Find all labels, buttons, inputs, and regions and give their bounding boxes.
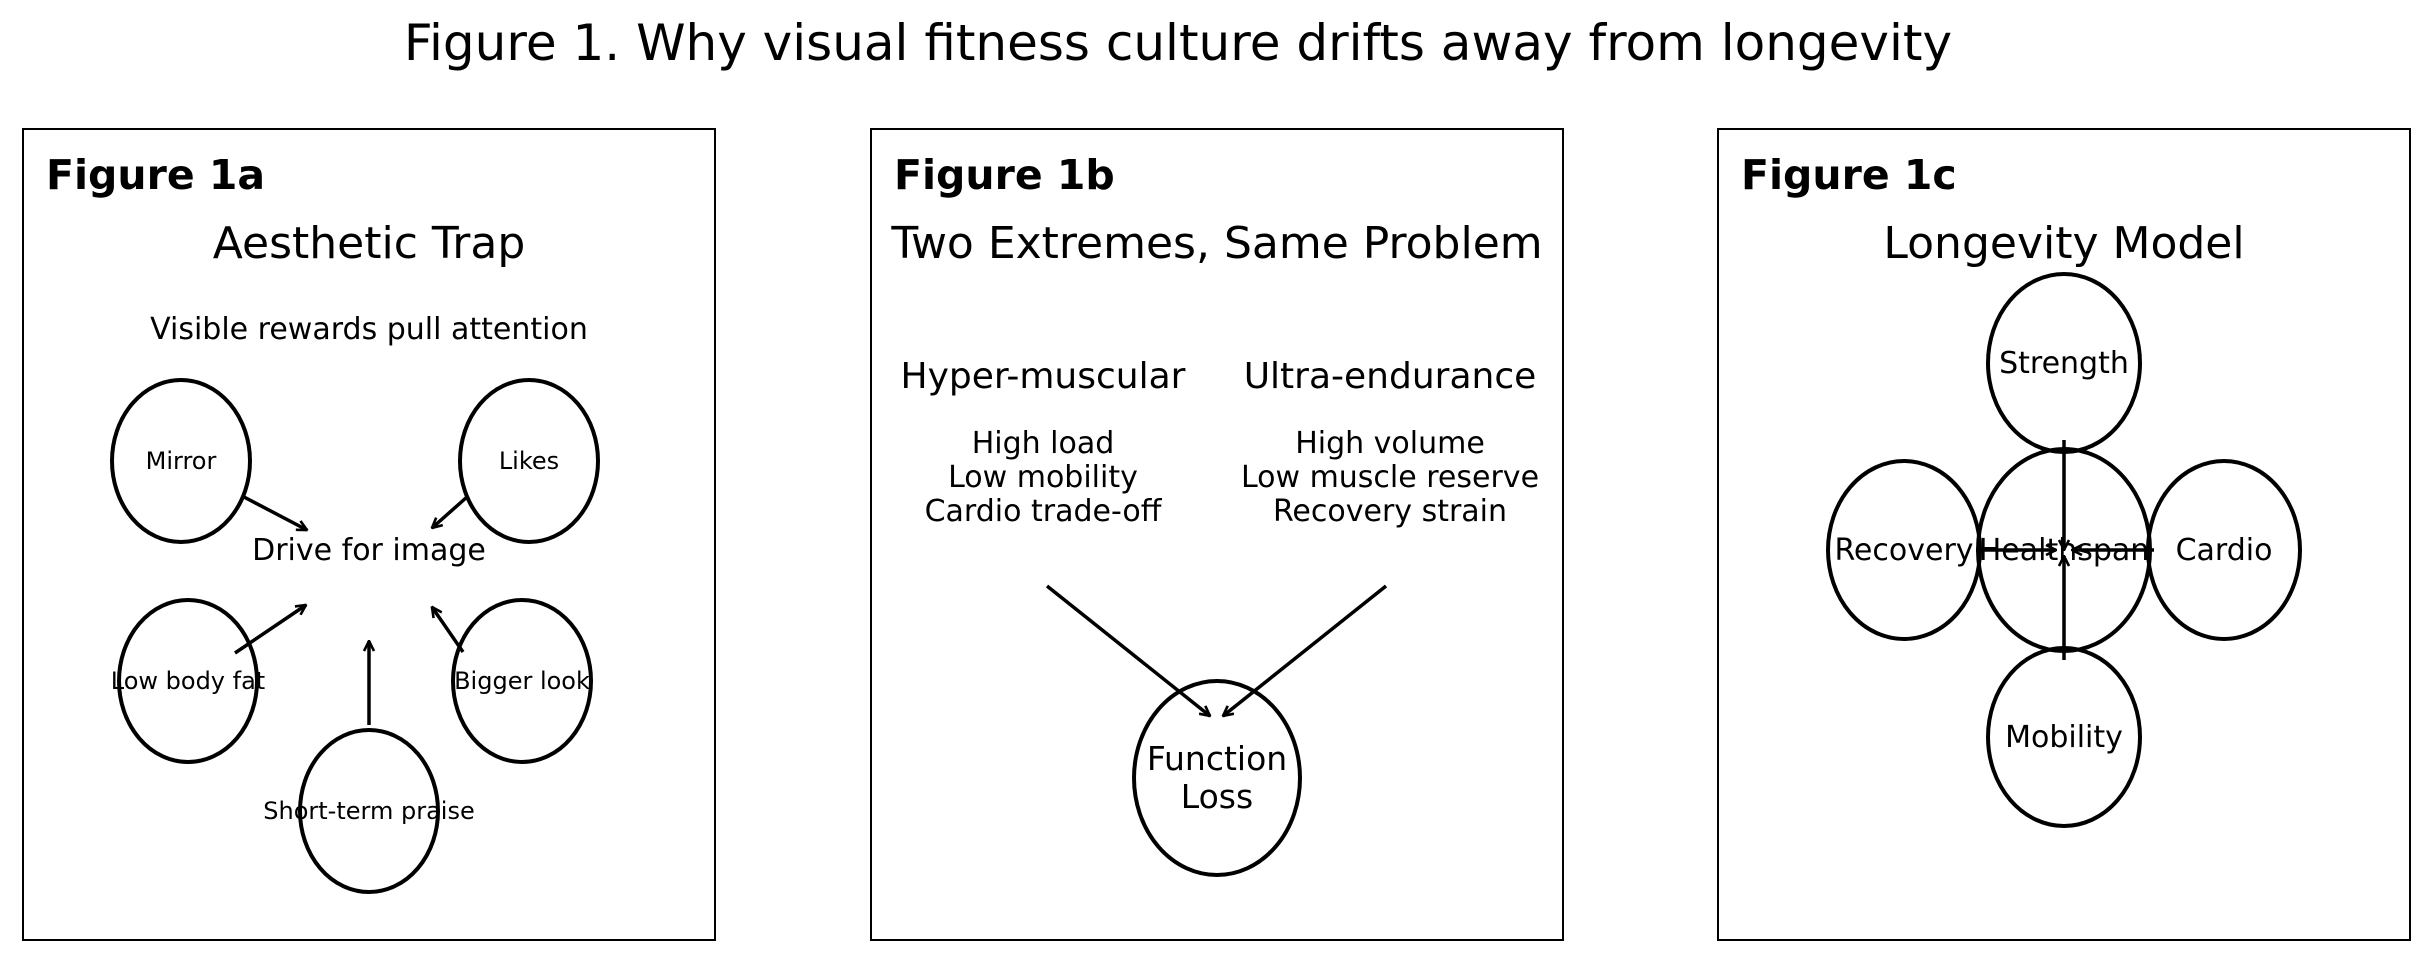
- mirror-label: Mirror: [146, 447, 217, 475]
- ultra-endurance-heading: Ultra-endurance: [1244, 356, 1537, 397]
- ultra-endurance-line-3: Recovery strain: [1273, 494, 1507, 529]
- panel-a-center-label: Drive for image: [252, 533, 486, 568]
- panel-a-title: Aesthetic Trap: [213, 218, 526, 269]
- mirror-node: [110, 378, 252, 544]
- panel-c-title: Longevity Model: [1883, 218, 2244, 269]
- arrow-ultra-to-loss: [1223, 584, 1388, 716]
- bigger-look-label: Bigger look: [454, 667, 590, 695]
- cardio-label: Cardio: [2176, 533, 2273, 568]
- likes-label: Likes: [499, 447, 559, 475]
- panel-c-label: Figure 1c: [1741, 151, 1957, 199]
- short-term-praise-label: Short-term praise: [263, 797, 474, 825]
- likes-node: [458, 378, 600, 544]
- arrow-likes-to-center: [432, 495, 469, 528]
- healthspan-label: Healthspan: [1979, 533, 2150, 568]
- figure-title: Figure 1. Why visual fitness culture dri…: [404, 14, 1952, 72]
- panel-b-label: Figure 1b: [894, 151, 1115, 199]
- mobility-label: Mobility: [2005, 720, 2123, 755]
- panel-c: Figure 1c Longevity Model Strength Recov…: [1717, 128, 2411, 941]
- recovery-label: Recovery: [1834, 533, 1973, 568]
- arrow-bigger-look-to-center: [432, 607, 465, 653]
- panel-b-title: Two Extremes, Same Problem: [890, 218, 1542, 269]
- panel-b-frame: [870, 128, 1564, 941]
- hyper-muscular-line-2: Low mobility: [948, 460, 1138, 495]
- function-loss-line-1: Function: [1147, 739, 1287, 778]
- panel-a-frame: [22, 128, 716, 941]
- ultra-endurance-line-2: Low muscle reserve: [1241, 460, 1539, 495]
- hyper-muscular-heading: Hyper-muscular: [901, 356, 1186, 397]
- arrow-low-body-fat-to-center: [234, 605, 306, 655]
- hyper-muscular-line-1: High load: [972, 426, 1115, 461]
- function-loss-node: [1132, 679, 1302, 877]
- strength-label: Strength: [1999, 346, 2129, 381]
- ultra-endurance-line-1: High volume: [1295, 426, 1485, 461]
- low-body-fat-node: [117, 598, 259, 764]
- function-loss-line-2: Loss: [1181, 777, 1253, 816]
- arrow-mirror-to-center: [243, 495, 307, 532]
- panel-a-label: Figure 1a: [46, 151, 265, 199]
- low-body-fat-label: Low body fat: [111, 667, 265, 695]
- bigger-look-node: [451, 598, 593, 764]
- hyper-muscular-line-3: Cardio trade-off: [925, 494, 1163, 529]
- short-term-praise-node: [298, 728, 440, 894]
- arrow-hyper-to-loss: [1045, 584, 1210, 716]
- panel-a: Figure 1a Aesthetic Trap Visible rewards…: [22, 128, 716, 941]
- panel-a-subtitle: Visible rewards pull attention: [150, 312, 588, 347]
- panel-b: Figure 1b Two Extremes, Same Problem Hyp…: [870, 128, 1564, 941]
